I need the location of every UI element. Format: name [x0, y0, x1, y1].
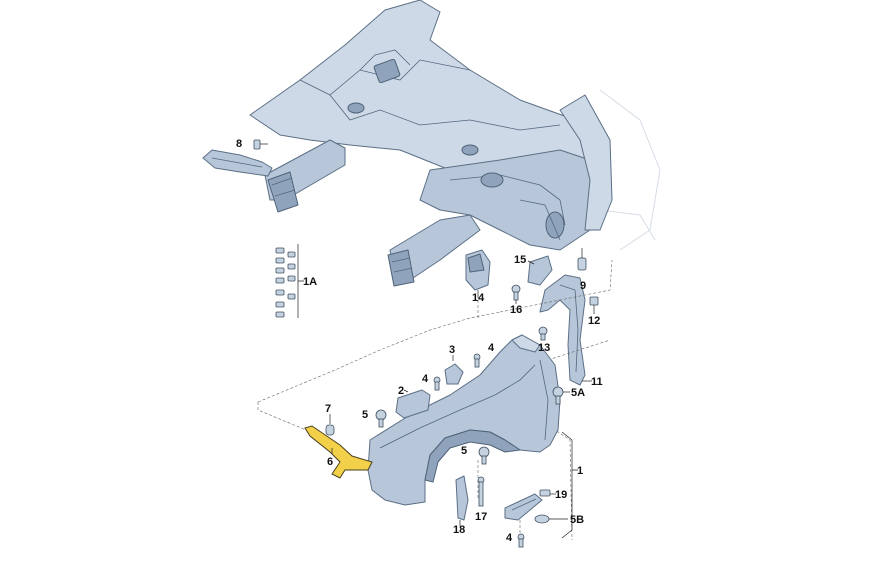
- callout-9: 9: [580, 280, 586, 292]
- callout-4-lower: 4: [506, 532, 513, 544]
- part-18-trim-strip: [455, 475, 469, 526]
- callout-7: 7: [325, 403, 331, 415]
- part-4-screw-middle: [433, 376, 441, 391]
- callout-5-left: 5: [362, 409, 368, 421]
- part-6-fender-bracket-highlighted: [304, 425, 373, 479]
- part-15-bracket: [527, 255, 553, 286]
- callout-5B: 5B: [570, 514, 584, 526]
- callout-2: 2: [398, 385, 404, 397]
- part-19-bracket: [504, 489, 556, 521]
- callout-4-upper: 4: [488, 342, 495, 354]
- callout-12: 12: [588, 315, 600, 327]
- callout-1A: 1A: [303, 276, 317, 288]
- part-11-pillar-trim: [539, 274, 592, 386]
- part-4-screw-lower: [517, 533, 525, 548]
- callout-4-middle: 4: [422, 373, 429, 385]
- part-1-bracket-line: [561, 431, 578, 539]
- part-13-screw: [538, 326, 548, 341]
- part-5-screw-left: [375, 409, 387, 428]
- part-17-clip: [477, 476, 485, 507]
- part-5-screw-bottom: [478, 446, 490, 465]
- callout-17: 17: [475, 511, 487, 523]
- part-3-bracket: [444, 355, 464, 385]
- part-2-bracket: [395, 389, 431, 419]
- part-5A-screw: [552, 386, 570, 405]
- part-5B-washer: [534, 514, 568, 524]
- callout-labels: 8 1A 14 15 16 9 12 13 11 5A 3 4 4 2 7 5 …: [236, 138, 603, 544]
- vehicle-body-front-structure: [249, 0, 661, 287]
- callout-11: 11: [591, 376, 603, 388]
- callout-19: 19: [555, 489, 567, 501]
- callout-14: 14: [472, 292, 485, 304]
- part-8-bracket: [202, 139, 273, 177]
- callout-13: 13: [538, 342, 550, 354]
- callout-3: 3: [449, 344, 455, 356]
- callout-5-bottom: 5: [461, 445, 467, 457]
- callout-5A: 5A: [571, 387, 585, 399]
- part-9-clip: [577, 248, 587, 271]
- callout-1: 1: [577, 465, 583, 477]
- part-1A-fastener-set: [275, 244, 304, 318]
- callout-6: 6: [327, 456, 333, 468]
- callout-8: 8: [236, 138, 242, 150]
- part-12-clip: [589, 296, 599, 314]
- callout-18: 18: [453, 524, 465, 536]
- part-16-screw: [511, 284, 521, 304]
- part-7-nut: [325, 414, 335, 436]
- callout-16: 16: [510, 304, 522, 316]
- callout-15: 15: [514, 254, 526, 266]
- part-1-front-fender: [367, 334, 561, 506]
- part-14-bracket: [465, 249, 491, 298]
- part-4-screw-upper: [473, 353, 481, 368]
